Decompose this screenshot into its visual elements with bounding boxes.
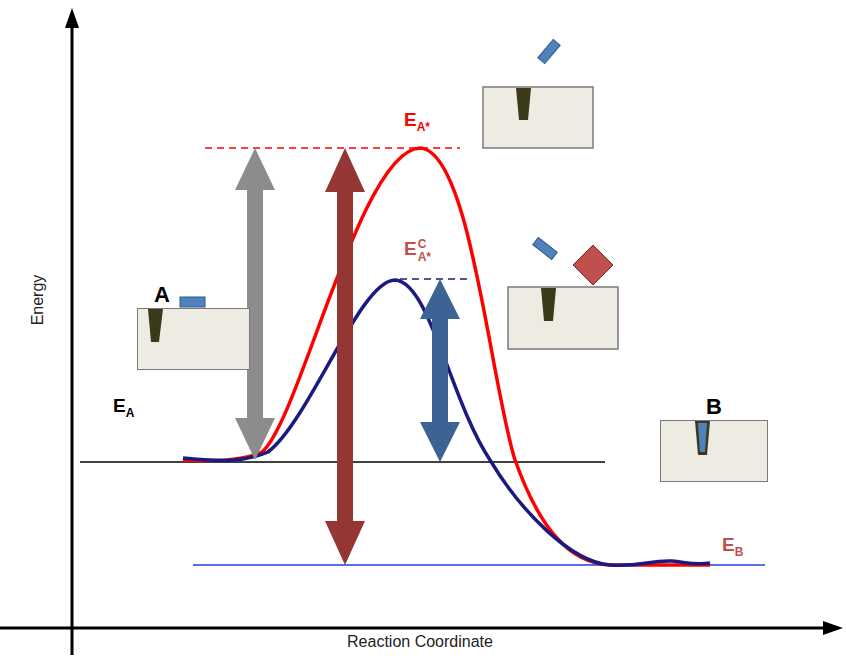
molecule	[538, 39, 560, 63]
subscript: A*	[418, 251, 431, 264]
energy-symbol: E	[113, 395, 126, 416]
surface-fill	[137, 308, 250, 370]
axis-label: Energy	[29, 275, 47, 326]
x-axis	[0, 627, 826, 630]
energy-symbol: E	[404, 109, 417, 130]
state-label: B	[706, 395, 722, 419]
subscript: B	[735, 545, 744, 559]
energy-label: EB	[722, 535, 743, 558]
catalysed-barrier-line	[400, 278, 470, 280]
energy-symbol: E	[404, 238, 417, 259]
surface-box: B	[660, 420, 768, 482]
molecule	[533, 238, 557, 260]
state-label: A	[154, 283, 170, 307]
subscript: A*	[417, 120, 430, 134]
surface-box	[483, 87, 593, 148]
surface-box: A	[137, 308, 250, 370]
energy-label: EA*	[404, 110, 430, 133]
surface-pit	[695, 421, 710, 455]
molecule	[698, 423, 707, 452]
uncatalysed-curve	[183, 148, 710, 565]
surface-pit	[541, 288, 556, 321]
surface-pit	[516, 88, 531, 120]
surface-pit	[148, 309, 163, 342]
energy-symbol: E	[722, 534, 735, 555]
axis-label: Reaction Coordinate	[347, 633, 493, 651]
molecule	[180, 297, 205, 307]
axis-arrowhead	[823, 621, 843, 635]
energy-arrow	[420, 279, 460, 462]
surface-fill	[660, 420, 768, 482]
energy-label: EA	[113, 396, 134, 419]
axis-arrowhead	[65, 8, 79, 28]
subscript: A	[126, 406, 135, 420]
y-axis	[71, 26, 74, 655]
energy-label: ECA*	[404, 238, 431, 263]
energy-arrow	[235, 148, 275, 460]
superscript: C	[418, 238, 431, 251]
energy-arrow	[325, 148, 365, 565]
script-stack: CA*	[418, 238, 431, 263]
catalyst	[573, 245, 613, 285]
surface-box	[508, 287, 618, 349]
